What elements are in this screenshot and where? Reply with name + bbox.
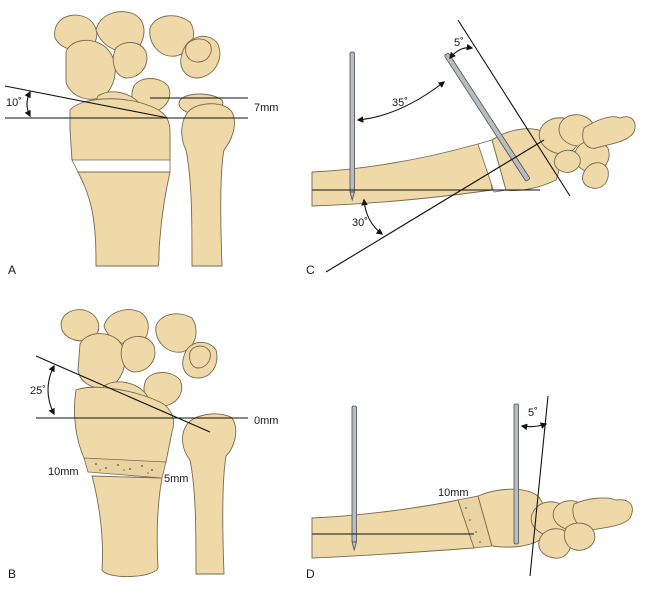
panel-b-angle-arc [47,364,55,416]
panel-c-tilt-line [325,139,545,273]
panel-a-angle-arc [24,90,31,118]
panel-d-angle-arc [520,422,548,431]
panel-c-hand-bones [538,114,636,189]
panel-c-distal-pin [444,53,530,182]
panel-a-ulna [181,103,235,267]
panel-b-ulna [182,413,237,575]
panel-c-top-angle-label: 5˚ [454,37,464,49]
panel-b-radius-shaft [91,475,163,578]
panel-c-proximal-pin [349,51,355,193]
panel-b-letter: B [8,567,16,581]
panel-d-proximal-pin [351,405,357,543]
panel-c-bottom-angle-label: 30˚ [352,217,368,229]
panel-b-bone-graft [83,457,167,479]
panel-c: 5˚ 35˚ 30˚ C [306,19,636,277]
panel-a-angle-label: 10˚ [6,97,22,109]
panel-a-distance-label: 7mm [254,102,278,114]
panel-c-top-angle-arc [449,43,474,60]
panel-a-letter: A [8,263,16,277]
panel-d-graft-texture [465,507,481,543]
panel-a-radius-tilt-line [4,85,169,119]
panel-b: 25˚ 0mm 10mm 5mm B [8,309,278,581]
panel-c-articular-line [457,19,571,197]
panel-d-letter: D [306,567,315,581]
panel-b-radius-tilt-line [35,355,211,433]
panel-d-gap-label: 10mm [438,487,469,499]
panel-c-letter: C [306,263,315,277]
panel-b-angle-label: 25˚ [30,385,46,397]
panel-c-proximal-pin-tip [349,191,356,202]
panel-a: 10˚ 7mm A [4,11,278,277]
panel-c-bottom-angle-arc [361,198,384,235]
panel-a-osteotomy-gap [71,159,171,173]
panel-d-hand-bones [530,497,633,559]
panel-c-mid-angle-arc [356,81,446,123]
panel-d-distal-pin [513,403,519,545]
panel-b-ulna-gap-label: 5mm [164,473,188,485]
panel-b-distance-label: 0mm [254,415,278,427]
panel-c-radius-shaft [311,141,493,207]
panel-d-radius-shaft [311,499,475,559]
panel-b-carpal-bones [60,309,218,407]
panel-d-proximal-pin-tip [351,541,358,552]
panel-b-radius-gap-label: 10mm [48,466,79,478]
panel-a-radius-shaft [77,171,171,267]
panel-d: 5˚ 10mm D [306,395,633,581]
panel-c-mid-angle-label: 35˚ [392,97,408,109]
panel-d-angle-label: 5˚ [528,407,538,419]
panel-b-graft-texture [95,463,153,474]
